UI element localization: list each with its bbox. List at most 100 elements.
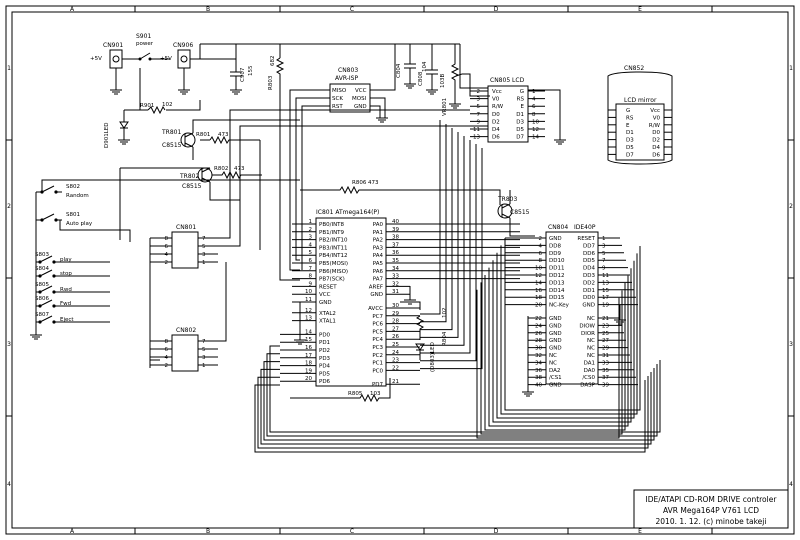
ide-pin-right: DD5 [583,258,595,264]
ide-pin-right: NC [587,353,595,359]
c907-capacitor [230,59,242,95]
mirror-pin-right: D0 [652,130,660,136]
frame-row-label-left: 2 [7,203,11,210]
ide-pin-num-left: 32 [535,353,542,359]
switch-ref: S801 [66,212,80,218]
switch-label: Eject [60,317,74,323]
ide-pin-num-right: 39 [602,383,609,389]
ide-pin-num-left: 8 [539,258,543,264]
r806-label: R806 [352,180,367,186]
mirror-pin-left: D5 [626,145,634,151]
ide-pin-left: DD12 [549,273,564,279]
mcu-pin-num-left: 16 [305,345,312,351]
frame-row-label-left: 1 [7,65,11,72]
ide-pin-left: /CS1 [549,375,562,381]
plus5v-label-b: +5V [160,56,172,62]
mcu-pin-num-right: 34 [392,266,399,272]
cn-pin-num-right: 1 [202,260,206,266]
cn801-bus-wire [149,238,160,368]
c907-value: 155 [248,65,254,76]
data-bus-wire [480,282,623,435]
r805-value: 103 [370,391,381,397]
isp-pin-gnd: GND [354,104,367,110]
ide-pin-num-left: 10 [535,266,542,272]
mcu-pin-right: PA5 [373,261,384,267]
mcu-pin-right: PC4 [372,337,383,343]
frame-col-label-bottom: B [206,528,210,535]
mcu-pin-left: PD4 [319,364,331,370]
control-bus-wire [269,345,661,433]
ide-pin-num-right: 9 [602,266,606,272]
mcu-pin-right: PC2 [372,353,383,359]
mcu-pin-num-left: 10 [305,289,312,295]
mcu-pin-right: PA4 [373,253,384,259]
mcu-pin-right: PA7 [373,277,384,283]
ide-pin-right: DIOW [579,323,595,329]
frame-col-label-top: B [206,6,210,13]
mirror-pin-left: RS [626,115,634,121]
ide-pin-right: RESET [577,236,595,242]
ide-pin-left: GND [549,323,562,329]
mcu-pin-num-left: 8 [309,274,313,280]
ide-pin-left: DA2 [549,368,560,374]
mcu-pin-num-left: 9 [309,281,313,287]
ide-pin-right: DA0 [584,368,596,374]
cn801-label: CN801 [176,224,196,231]
lcd-pin-num-right: 1 [532,89,536,95]
r901-resistor [147,105,166,115]
ide-pin-num-right: 35 [602,368,609,374]
mcu-pin-num-right: 32 [392,281,399,287]
ide-pin-right: DD0 [583,295,595,301]
mcu-pin-left: XTAL1 [319,319,336,325]
d901-label: D901LED [104,122,110,148]
lcd-pin-num-left: 5 [477,104,481,110]
ide-body [545,231,599,385]
ide-pin-left: GND [549,236,562,242]
r802-resistor [212,170,260,180]
switch-contact [41,213,55,221]
mcu-pin-left: PD5 [319,371,331,377]
cn-pin-num-left: 6 [165,347,169,353]
isp-pin-rst: RST [332,104,343,110]
ide-pin-right: DD7 [583,243,595,249]
ide-ref: CN804 [548,224,568,231]
vr801-value: 103B [440,74,446,88]
c804-label: C804 [396,63,402,78]
cn-pin-num-right: 7 [202,236,206,242]
frame-row-label-right: 4 [789,481,793,488]
lcd-bus-wire [420,148,483,370]
tr802-part: C8515 [182,183,202,190]
ide-pin-num-right: 7 [602,258,606,264]
mcu-pin-left: PB2/INT10 [319,238,348,244]
tr802-label: TR802 [179,173,199,180]
frame-row-label-right: 2 [789,203,793,210]
ide-pin-right: DIOR [581,331,595,337]
isp-pin-sck: SCK [332,96,343,102]
mcu-pin-left: PB0/INT8 [319,222,345,228]
mcu-pin-right: PC7 [372,314,383,320]
ide-pin-num-left: 4 [539,243,543,249]
ide-pin-right: DASP [580,383,595,389]
d901-led [119,121,129,129]
mcu-pin-left: RESET [319,284,337,290]
switch-contact [39,285,53,293]
r802-value: 473 [234,166,245,172]
ide-block: CN804 IDE40P GND2DD84DD96DD108DD1110DD12… [505,224,638,397]
ide-pin-left: GND [549,383,562,389]
ide-pin-left: DD14 [549,288,565,294]
ide-gnd [614,305,626,325]
ide-pin-right: NC [587,346,595,352]
lcd-pin-num-left: 13 [473,135,480,141]
r805-label: R805 [348,391,363,397]
mcu-pin-left: PD3 [319,356,331,362]
lcd-pin-num-left: 9 [477,119,481,125]
cn901-label: CN901 [103,42,123,49]
mcu-gnd [404,286,416,305]
lcd-pin-right: G [520,89,524,95]
lcd-pin-num-right: 6 [532,104,536,110]
mcu-pin-num-left: 12 [305,308,312,314]
cn-pin-num-left: 8 [165,236,169,242]
lcd-pin-num-right: 4 [532,97,536,103]
lcd-pin-num-left: 2 [477,89,481,95]
ide-pin-left: DD10 [549,258,565,264]
